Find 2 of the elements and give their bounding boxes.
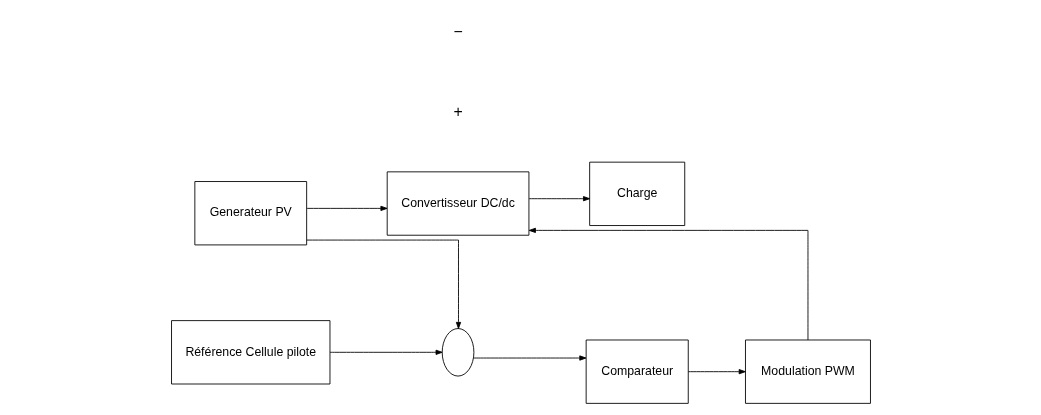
label: + (452, 102, 463, 120)
label: − (452, 22, 463, 40)
